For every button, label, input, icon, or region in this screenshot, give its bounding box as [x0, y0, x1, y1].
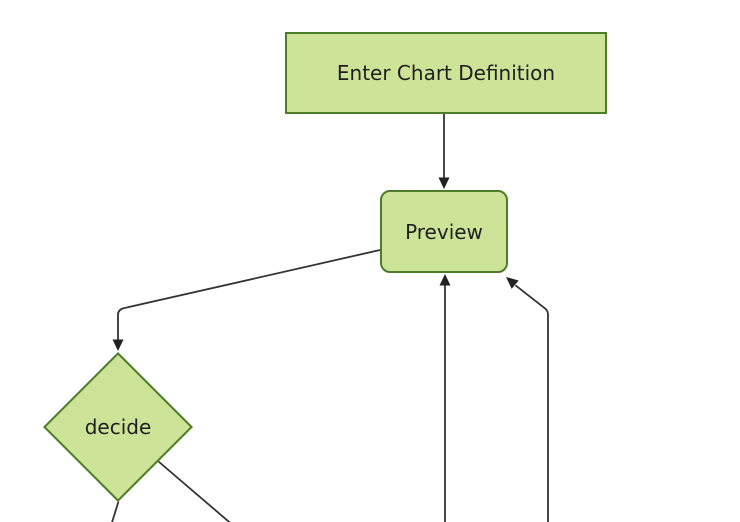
arrowhead-bottom-center-to-preview [439, 274, 451, 286]
node-decide-label: decide [84, 415, 152, 439]
edge-decide-to-offscreen-right [157, 460, 231, 522]
arrowhead-bottom-right-to-preview [506, 277, 519, 289]
edge-bottom-right-to-preview [514, 284, 549, 522]
node-decide-label-wrap: decide [43, 412, 193, 442]
node-preview-label: Preview [405, 219, 483, 244]
node-enter-chart-definition-label: Enter Chart Definition [336, 61, 556, 85]
node-enter-chart-definition: Enter Chart Definition [285, 32, 607, 114]
node-preview: Preview [380, 190, 508, 273]
edge-preview-to-decide [117, 249, 381, 341]
arrowhead-preview-to-decide [112, 339, 124, 351]
arrowhead-enter-to-preview [438, 177, 450, 189]
edge-decide-to-offscreen-left [111, 501, 120, 522]
